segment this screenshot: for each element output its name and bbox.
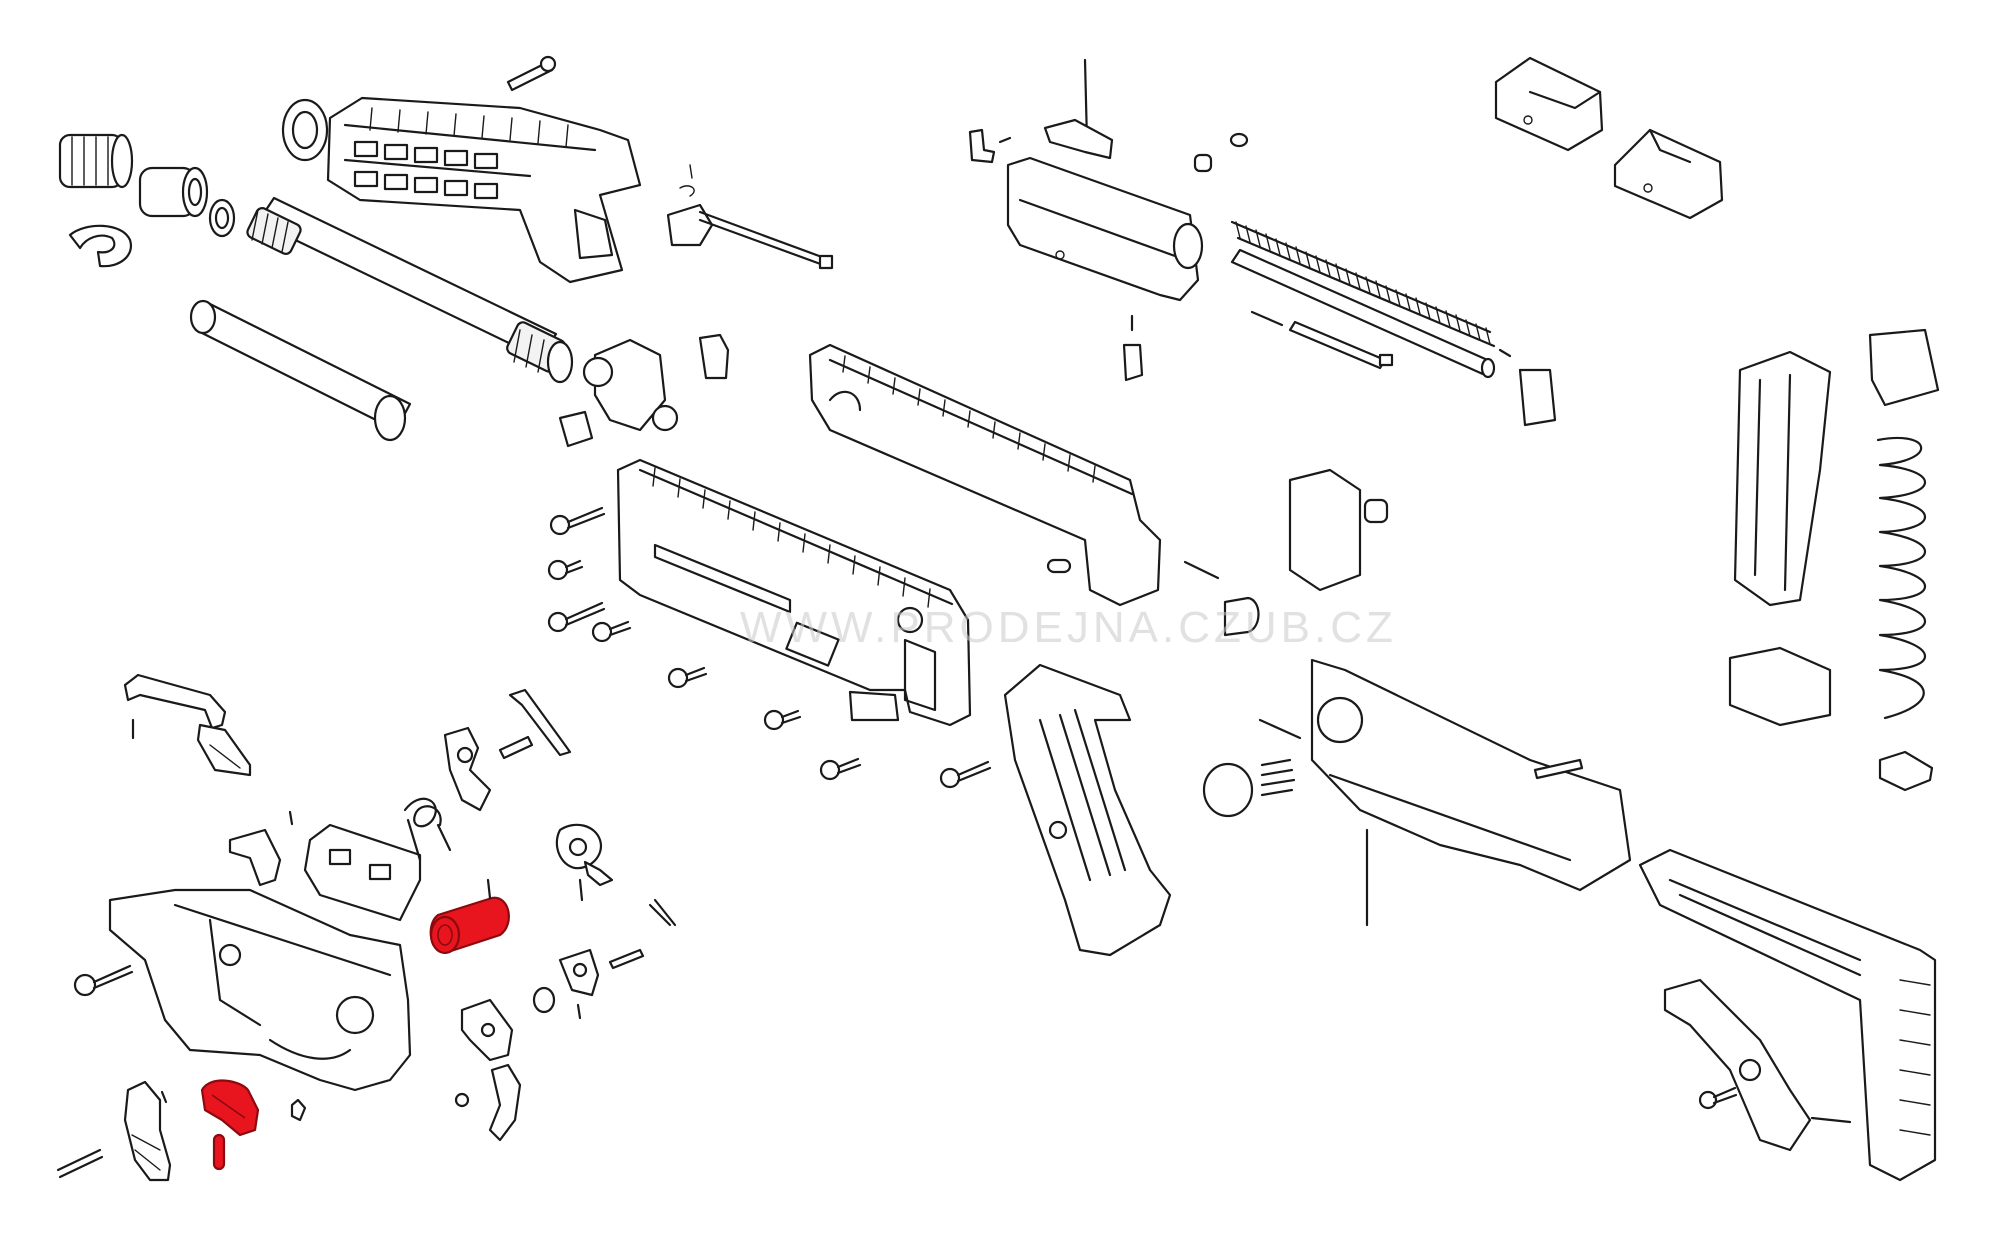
buffer-block — [1518, 368, 1557, 427]
small-spring-e — [160, 1090, 168, 1104]
stock-hinge — [1310, 658, 1632, 892]
firing-pin — [1288, 320, 1394, 370]
magazine-floor-base — [1728, 646, 1832, 727]
stock-spring-cup — [1202, 762, 1254, 818]
barrel-nut-ring — [281, 98, 329, 162]
small-spring-c — [1258, 718, 1302, 740]
trigger-bar — [460, 998, 514, 1062]
pin-top-left — [506, 55, 557, 92]
latch-pin — [1698, 1086, 1738, 1110]
small-spring-a — [1250, 310, 1284, 327]
latch-spring — [1810, 1116, 1852, 1124]
magazine-follower — [1868, 328, 1940, 407]
stock-hinge-block — [1288, 468, 1389, 592]
hammer-spring — [403, 797, 452, 862]
bolt-carrier — [1006, 156, 1204, 302]
sear-spring-small — [578, 878, 584, 902]
hammer — [443, 726, 492, 812]
guide-rod — [1230, 248, 1496, 379]
secondary-trigger — [123, 1080, 172, 1182]
takedown-pin — [73, 964, 134, 997]
sear — [555, 823, 614, 902]
disconnector — [228, 810, 294, 887]
folding-stock — [1638, 848, 1937, 1182]
handguard — [326, 96, 642, 284]
stock-latch — [1663, 978, 1812, 1152]
bolt-catch-lever — [123, 673, 252, 777]
front-sight — [1494, 56, 1604, 152]
magazine-spring — [1876, 436, 1926, 720]
selector-detent — [290, 1098, 307, 1122]
trigger-pin — [56, 1148, 104, 1179]
mount-block — [848, 690, 900, 722]
stock-spring — [1260, 758, 1296, 797]
highlighted-cylinder-part — [429, 878, 510, 955]
suppressor-tube — [189, 299, 412, 442]
upper-receiver — [808, 343, 1162, 607]
small-bushing — [532, 986, 556, 1014]
small-spring-d — [576, 1003, 582, 1020]
magazine-floor-plate — [1878, 750, 1934, 792]
receiver-body — [616, 458, 972, 727]
magazine-body — [1733, 350, 1832, 607]
muzzle-device — [58, 133, 134, 189]
trigger-housing — [303, 823, 422, 922]
small-pin-a — [998, 136, 1012, 144]
bolt-small-part — [968, 128, 996, 164]
highlighted-safety-lever — [200, 1079, 260, 1171]
cylinder-pin — [1193, 132, 1249, 173]
small-pin-b — [1498, 348, 1512, 358]
trigger-spring-pin — [648, 898, 677, 927]
small-bracket — [698, 333, 730, 380]
pistol-grip — [1003, 663, 1172, 957]
auto-sear — [558, 948, 600, 997]
charging-handle — [666, 164, 834, 270]
recoil-spring — [1230, 220, 1496, 348]
small-screw — [454, 1092, 470, 1108]
muzzle-sleeve — [138, 166, 209, 218]
small-block — [558, 410, 594, 448]
rear-sight-base-left — [582, 338, 679, 432]
bolt-pin-vertical — [1122, 314, 1144, 382]
rear-sight — [1613, 128, 1724, 220]
retaining-clip — [68, 224, 133, 268]
extractor — [1043, 118, 1114, 160]
crush-washer-hole — [214, 206, 230, 230]
barrel — [246, 196, 574, 384]
hammer-pin — [498, 735, 534, 760]
lower-receiver — [108, 888, 412, 1092]
sear-spring — [508, 688, 572, 757]
small-pin-c — [608, 948, 645, 970]
small-spring-b — [1183, 560, 1220, 580]
buffer-plug — [1223, 596, 1260, 637]
trigger — [488, 1063, 522, 1142]
spring-pin-a — [288, 810, 294, 826]
small-pin-d — [1533, 758, 1584, 780]
screw-set-left — [547, 506, 992, 789]
crush-washer — [208, 198, 236, 238]
